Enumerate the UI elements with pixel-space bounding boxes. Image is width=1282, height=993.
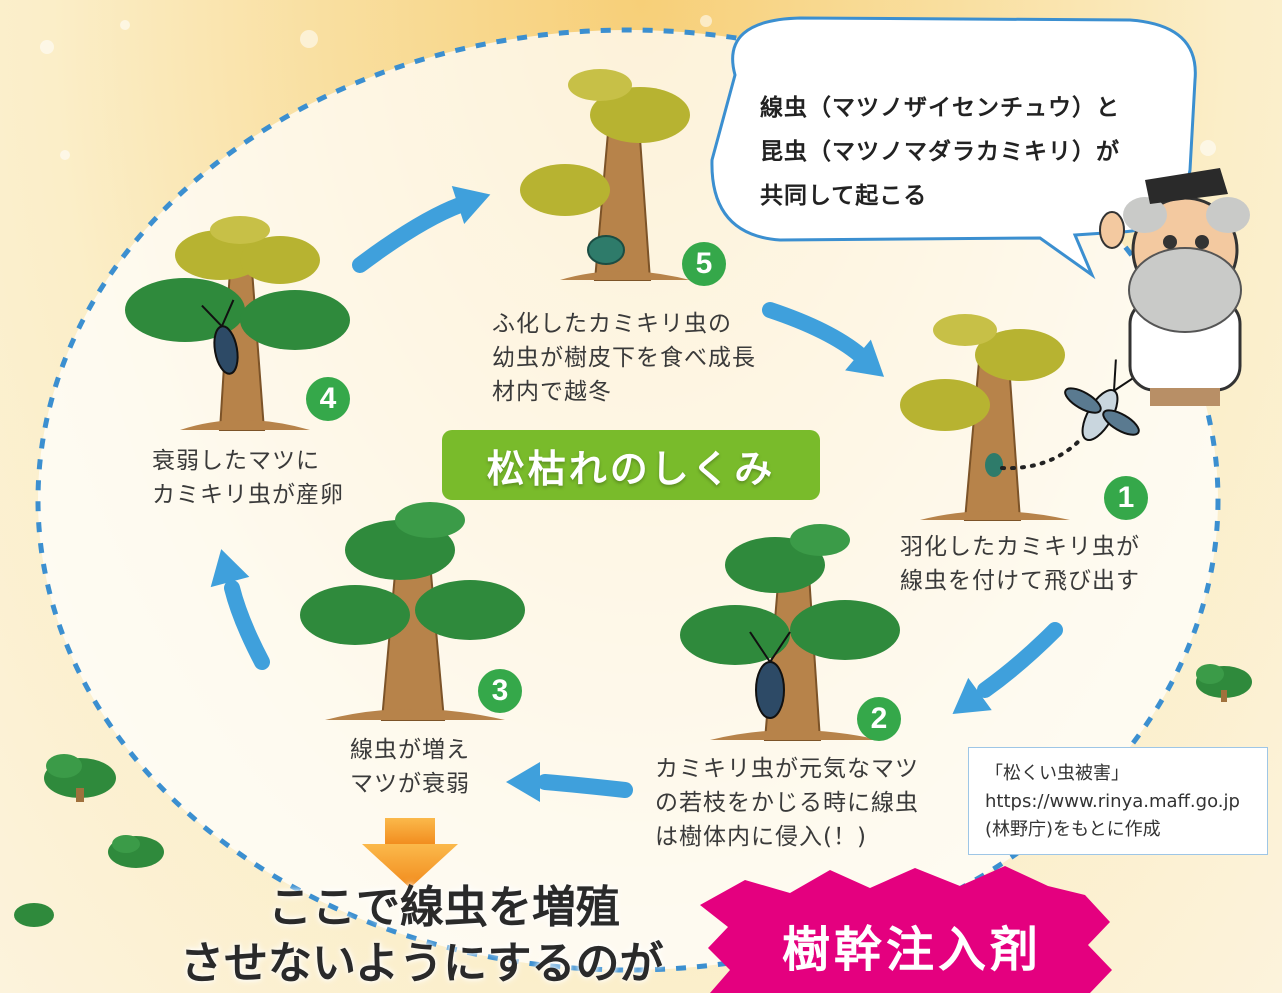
pine-tree-icon — [125, 216, 350, 431]
label-line: 幼虫が樹皮下を食べ成長 — [492, 345, 756, 371]
source-url: https://www.rinya.maff.go.jp — [985, 791, 1240, 812]
bokeh-dot — [120, 20, 130, 30]
bubble-line: 共同して起こる — [760, 183, 928, 209]
bokeh-dot — [1200, 140, 1216, 156]
small-pine-icon — [1196, 664, 1252, 702]
label-line: マツが衰弱 — [350, 771, 470, 797]
label-line: 線虫を付けて飛び出す — [900, 568, 1140, 594]
withered-pine-tree-icon — [900, 314, 1070, 521]
beetle-icon — [201, 299, 239, 375]
bokeh-dot — [300, 30, 318, 48]
label-line: は樹体内に侵入(！) — [655, 824, 867, 850]
bubble-text: 線虫（マツノザイセンチュウ）と 昆虫（マツノマダラカミキリ）が 共同して起こる — [760, 86, 1180, 218]
bokeh-dot — [60, 150, 70, 160]
cycle-outline — [35, 27, 1221, 973]
arrow-icon — [762, 302, 897, 393]
professor-icon — [1099, 168, 1250, 406]
arrow-icon — [940, 622, 1063, 731]
pine-tree-icon — [300, 502, 525, 721]
bottom-message: ここで線虫を増殖 させないようにするのが — [180, 880, 700, 992]
bokeh-dot — [40, 40, 54, 54]
step-5-label: ふ化したカミキリ虫の 幼虫が樹皮下を食べ成長 材内で越冬 — [492, 307, 756, 409]
step-3-label: 線虫が増え マツが衰弱 — [350, 733, 470, 801]
label-line: 羽化したカミキリ虫が — [900, 534, 1140, 560]
beetle-icon — [1064, 359, 1141, 441]
arrow-icon — [506, 762, 633, 802]
step-4-label: 衰弱したマツに カミキリ虫が産卵 — [152, 444, 344, 512]
source-title: 「松くい虫被害」 — [985, 763, 1129, 784]
small-pine-icon — [14, 903, 54, 927]
label-line: カミキリ虫が産卵 — [152, 482, 344, 508]
arrow-icon — [201, 543, 270, 670]
label-line: 衰弱したマツに — [152, 448, 320, 474]
label-line: の若枝をかじる時に線虫 — [655, 790, 919, 816]
bottom-line-2: させないようにするのが — [180, 938, 664, 989]
beetle-icon — [749, 631, 791, 719]
label-line: 材内で越冬 — [492, 379, 612, 405]
source-box: 「松くい虫被害」 https://www.rinya.maff.go.jp (林… — [968, 747, 1268, 855]
bubble-line: 線虫（マツノザイセンチュウ）と — [760, 95, 1120, 121]
withered-pine-tree-icon — [520, 69, 690, 281]
down-arrow-icon — [362, 818, 458, 888]
highlight-burst — [700, 866, 1112, 993]
bokeh-dot — [700, 15, 712, 27]
step-number-5: 5 — [682, 242, 726, 286]
small-pine-icon — [108, 835, 164, 868]
step-number-2: 2 — [857, 697, 901, 741]
diagram-title: 松枯れのしくみ — [442, 430, 820, 500]
label-line: カミキリ虫が元気なマツ — [655, 756, 919, 782]
small-pine-icon — [44, 754, 116, 802]
step-2-label: カミキリ虫が元気なマツ の若枝をかじる時に線虫 は樹体内に侵入(！) — [655, 752, 919, 854]
label-line: 線虫が増え — [350, 737, 470, 763]
step-number-4: 4 — [306, 377, 350, 421]
step-number-1: 1 — [1104, 476, 1148, 520]
bottom-line-1: ここで線虫を増殖 — [268, 882, 620, 933]
highlight-text: 樹幹注入剤 — [781, 922, 1042, 978]
arrow-icon — [352, 175, 497, 273]
step-number-3: 3 — [478, 669, 522, 713]
bubble-line: 昆虫（マツノマダラカミキリ）が — [760, 139, 1120, 165]
label-line: ふ化したカミキリ虫の — [492, 311, 732, 337]
source-note: (林野庁)をもとに作成 — [985, 819, 1161, 840]
step-1-label: 羽化したカミキリ虫が 線虫を付けて飛び出す — [900, 530, 1140, 598]
